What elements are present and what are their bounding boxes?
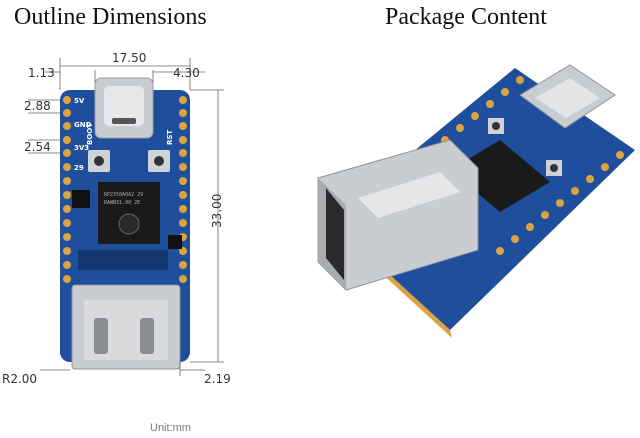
label-5v: 5V — [74, 97, 85, 105]
chip-marking-1: RP2350A0A2 29 — [104, 192, 143, 198]
dim-width-top: 17.50 — [112, 51, 147, 65]
label-boot: BOOT — [86, 123, 94, 145]
unit-label: Unit:mm — [150, 422, 191, 434]
outline-dimensions-title: Outline Dimensions — [14, 4, 207, 30]
chip-marking-2: RAWN31.00 2E — [104, 200, 140, 206]
dim-pin-pitch: 2.54 — [24, 140, 51, 154]
dim-height: 33.00 — [210, 193, 224, 228]
left-pin-pads — [63, 96, 71, 283]
package-content-title: Package Content — [385, 4, 547, 30]
dim-pin-offset: 2.88 — [24, 99, 51, 113]
raspberry-logo-icon — [118, 213, 140, 235]
label-29: 29 — [74, 164, 84, 172]
label-gnd: GND — [74, 121, 92, 129]
label-rst: RST — [166, 130, 174, 145]
dim-left-offset: 1.13 — [28, 66, 55, 80]
package-board-photo — [317, 64, 635, 338]
dimension-lines — [28, 58, 224, 376]
rp2350-chip-photo — [450, 140, 550, 212]
label-3v3: 3V3 — [74, 144, 89, 152]
dim-right-offset: 4.30 — [173, 66, 200, 80]
dim-bottom-offset: 2.19 — [204, 372, 231, 386]
right-pin-pads — [179, 96, 187, 283]
outline-board: 5V GND 3V3 29 BOOT RST RP2350A0A2 29 RAW… — [60, 77, 190, 370]
dim-corner-radius: R2.00 — [2, 372, 38, 386]
